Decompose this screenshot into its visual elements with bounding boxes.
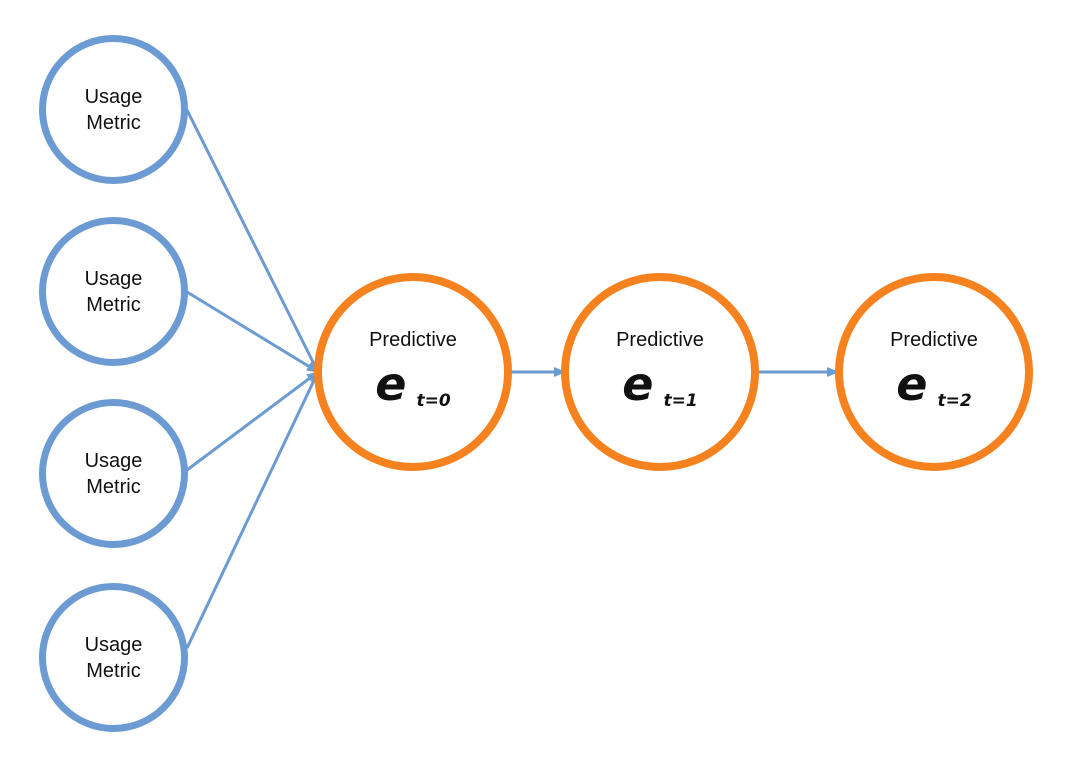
edge-input-3-to-state-0 — [186, 370, 319, 472]
predictive-state-node: Predictive e t=2 — [835, 273, 1033, 471]
edge-input-2-to-state-0 — [186, 290, 319, 374]
usage-metric-line1: Usage — [84, 449, 143, 472]
usage-metric-line1: Usage — [84, 633, 143, 656]
state-symbol: e t=2 — [896, 357, 971, 411]
state-variable: e — [622, 357, 654, 411]
predictive-state-node: Predictive e t=0 — [314, 273, 512, 471]
usage-metric-node: Usage Metric — [39, 583, 188, 732]
usage-metric-node: Usage Metric — [39, 399, 188, 548]
usage-metric-line1: Usage — [84, 85, 143, 108]
edge-input-4-to-state-0 — [185, 371, 320, 649]
state-variable: e — [375, 357, 407, 411]
state-subscript: t=0 — [416, 391, 451, 411]
predictive-label: Predictive — [890, 329, 978, 351]
usage-metric-line2: Metric — [86, 475, 141, 498]
usage-metric-line1: Usage — [84, 267, 143, 290]
state-symbol: e t=0 — [375, 357, 450, 411]
state-subscript: t=1 — [663, 391, 698, 411]
predictive-label: Predictive — [616, 329, 704, 351]
predictive-label: Predictive — [369, 329, 457, 351]
state-symbol: e t=1 — [622, 357, 697, 411]
usage-metric-line2: Metric — [86, 111, 141, 134]
state-subscript: t=2 — [937, 391, 972, 411]
edge-input-1-to-state-0 — [185, 109, 320, 373]
state-variable: e — [896, 357, 928, 411]
usage-metric-node: Usage Metric — [39, 35, 188, 184]
predictive-state-node: Predictive e t=1 — [561, 273, 759, 471]
usage-metric-line2: Metric — [86, 293, 141, 316]
usage-metric-node: Usage Metric — [39, 217, 188, 366]
usage-metric-line2: Metric — [86, 659, 141, 682]
